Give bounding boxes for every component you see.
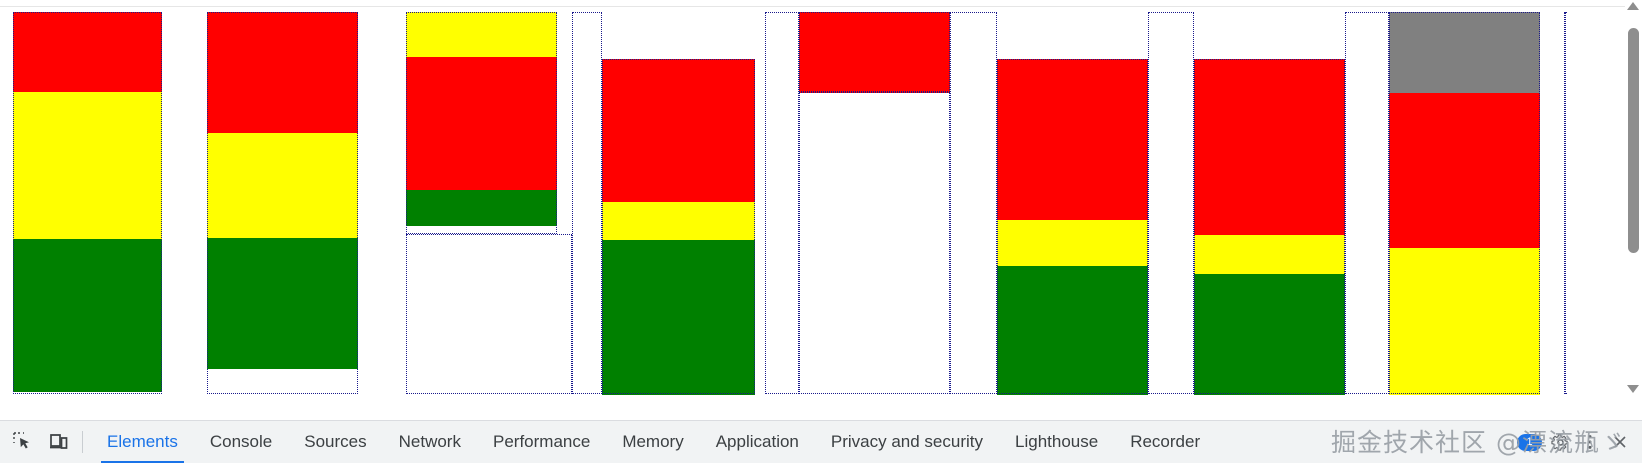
bar-segment-green: [207, 238, 358, 369]
bar-segment-red: [406, 57, 557, 190]
element-highlight-box: [1148, 12, 1194, 394]
page-scrollbar[interactable]: [1625, 0, 1642, 395]
element-highlight-box: [799, 92, 950, 394]
devtools-tab-strip: Elements Console Sources Network Performance…: [0, 420, 1642, 463]
bar-segment-red: [1389, 93, 1540, 248]
bar-segment-gray: [1389, 12, 1540, 93]
tab-application[interactable]: Application: [715, 432, 799, 451]
bar-segment-green: [13, 239, 162, 392]
element-highlight-box: [572, 12, 602, 394]
scrollbar-thumb[interactable]: [1628, 28, 1639, 253]
tab-lighthouse[interactable]: Lighthouse: [1015, 432, 1099, 451]
stacked-bar[interactable]: [207, 12, 358, 369]
inspect-element-icon[interactable]: [10, 429, 36, 455]
stacked-bar[interactable]: [13, 12, 162, 392]
bar-segment-red: [602, 59, 755, 202]
devtools-panel: Elements Console Sources Network Performance…: [0, 395, 1642, 463]
element-highlight-box: [950, 12, 997, 394]
stacked-bar[interactable]: [1194, 59, 1345, 395]
stacked-bar[interactable]: [602, 59, 755, 395]
stacked-bar[interactable]: [406, 12, 557, 226]
more-options-icon[interactable]: [1576, 428, 1604, 456]
tab-memory[interactable]: Memory: [622, 432, 684, 451]
bar-segment-red: [799, 12, 950, 93]
bar-segment-red: [13, 12, 162, 92]
bar-segment-red: [997, 59, 1148, 220]
toolbar-separator: [82, 431, 83, 453]
element-highlight-box: [1345, 12, 1389, 394]
bar-segment-yellow: [602, 202, 755, 240]
bar-segment-green: [997, 266, 1148, 395]
bar-segment-yellow: [13, 92, 162, 239]
bar-segment-green: [406, 190, 557, 226]
bar-segment-yellow: [1194, 235, 1345, 274]
issues-badge[interactable]: 1: [1517, 433, 1542, 451]
bar-segment-red: [1194, 59, 1345, 235]
scrollbar-arrow-down-icon[interactable]: [1627, 385, 1639, 393]
scrollbar-arrow-up-icon[interactable]: [1627, 2, 1639, 10]
tab-elements[interactable]: Elements: [91, 421, 194, 463]
bar-segment-yellow: [207, 133, 358, 238]
device-toolbar-icon[interactable]: [46, 429, 72, 455]
page-viewport[interactable]: [0, 0, 1642, 395]
stacked-bar[interactable]: [799, 12, 950, 93]
viewport-top-rule: [0, 0, 1642, 7]
settings-gear-icon[interactable]: [1546, 428, 1574, 456]
bar-segment-green: [602, 240, 755, 395]
element-highlight-box: [1564, 12, 1566, 394]
devtools-tabs: Elements Console Sources Network Performance…: [91, 421, 1216, 463]
bar-segment-yellow: [997, 220, 1148, 266]
tab-recorder[interactable]: Recorder: [1130, 432, 1201, 451]
bar-segment-red: [207, 12, 358, 133]
element-highlight-box: [406, 234, 572, 394]
element-highlight-box: [765, 12, 799, 394]
bar-segment-yellow: [406, 12, 557, 57]
bar-segment-yellow: [1389, 248, 1540, 395]
devtools-right-tools: 1: [1517, 428, 1642, 456]
tab-network[interactable]: Network: [398, 432, 461, 451]
tab-performance[interactable]: Performance: [492, 432, 591, 451]
bar-segment-green: [1194, 274, 1345, 395]
tab-console[interactable]: Console: [209, 432, 273, 451]
tab-privacy-and-security[interactable]: Privacy and security: [830, 432, 984, 451]
stacked-bar[interactable]: [997, 59, 1148, 395]
stacked-bar[interactable]: [1389, 12, 1540, 395]
close-devtools-icon[interactable]: [1606, 428, 1634, 456]
tab-sources[interactable]: Sources: [304, 432, 367, 451]
